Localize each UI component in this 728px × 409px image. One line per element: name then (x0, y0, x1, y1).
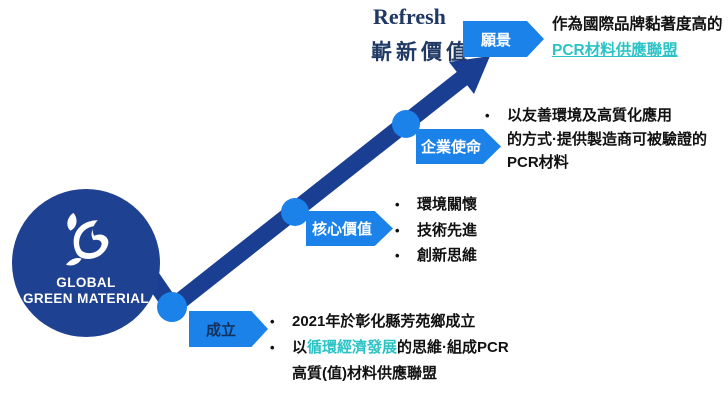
mission-text-block: • 以友善環境及高質化應用 的方式·提供製造商可被驗證的 PCR材料 (485, 104, 707, 175)
page-title-en: Refresh (373, 4, 446, 29)
mission-bullet-1-line1: 以友善環境及高質化應用 (507, 107, 673, 124)
founding-bullet-2: • 以循環經濟發展的思維·組成PCR (270, 335, 509, 361)
founding-bullet-2-text: 以循環經濟發展的思維·組成PCR (292, 339, 509, 356)
company-logo-badge: GLOBAL GREEN MATERIAL (12, 189, 160, 337)
stage-tag-vision-label: 願景 (480, 31, 511, 49)
stage-tag-founding: 成立 (189, 311, 268, 347)
bullet-icon: • (270, 314, 275, 329)
stage-tag-mission: 企業使命 (416, 129, 501, 164)
company-name-line1: GLOBAL (56, 275, 116, 290)
vision-description: 作為國際品牌黏著度高的 (552, 16, 723, 33)
bullet-icon: • (395, 197, 400, 212)
stage-tag-mission-label: 企業使命 (420, 139, 481, 156)
core-values-bullet-3-text: 創新思維 (417, 247, 478, 264)
stage-tag-core-values: 核心價值 (306, 211, 393, 246)
node-dot-founding (157, 292, 187, 322)
vision-text-block: 作為國際品牌黏著度高的 PCR材料供應聯盟 (552, 12, 723, 64)
node-dot-mission (392, 110, 420, 138)
bullet-icon: • (485, 108, 490, 123)
bullet-icon: • (395, 248, 400, 263)
founding-bullet-2-continuation: 高質(值)材料供應聯盟 (292, 365, 437, 382)
node-dot-core-values (281, 198, 309, 226)
bullet-icon: • (270, 340, 275, 355)
stage-tag-core-values-label: 核心價值 (311, 221, 372, 238)
page-title-zh: 嶄新價值 (371, 41, 471, 64)
mission-bullet-1-line3: PCR材料 (507, 154, 569, 171)
mission-bullet-1-line2: 的方式·提供製造商可被驗證的 (507, 130, 707, 148)
core-values-bullet-1-text: 環境關懷 (417, 196, 478, 213)
arrowhead-icon (449, 56, 490, 94)
core-values-bullet-1: • 環境關懷 (395, 192, 477, 218)
mission-bullet-1: • 以友善環境及高質化應用 (485, 104, 707, 128)
core-values-bullet-2-text: 技術先進 (417, 221, 478, 239)
stage-tag-vision: 願景 (463, 21, 544, 57)
core-values-bullet-2: • 技術先進 (395, 218, 477, 244)
leaf-whale-logo-icon (66, 212, 109, 266)
company-name-line2: GREEN MATERIAL (22, 291, 150, 306)
core-values-bullet-3: • 創新思維 (395, 243, 477, 269)
founding-bullet-1: • 2021年於彰化縣芳苑鄉成立 (270, 309, 509, 335)
core-values-text-block: • 環境關懷 • 技術先進 • 創新思維 (395, 192, 477, 269)
stage-tag-founding-label: 成立 (205, 321, 236, 339)
founding-bullet-1-text: 2021年於彰化縣芳苑鄉成立 (292, 313, 476, 330)
founding-highlight-circular-economy: 循環經濟發展 (307, 339, 398, 356)
vision-pcr-alliance-link[interactable]: PCR材料供應聯盟 (552, 42, 678, 59)
bullet-icon: • (395, 222, 400, 238)
founding-text-block: • 2021年於彰化縣芳苑鄉成立 • 以循環經濟發展的思維·組成PCR 高質(值… (270, 309, 509, 387)
